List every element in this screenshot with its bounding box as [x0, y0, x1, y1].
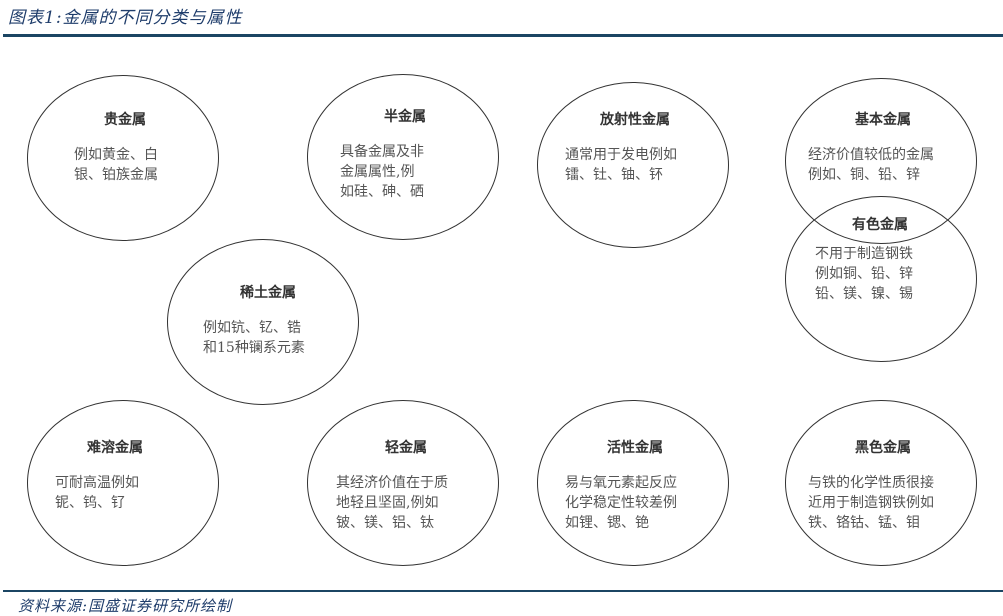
source-divider: [3, 590, 1003, 592]
node-desc-line: 铌、钨、钌: [55, 495, 125, 511]
node-desc-line: 地轻且坚固,例如: [336, 495, 439, 511]
node-radioactive-metals: 放射性金属 通常用于发电例如 镭、钍、铀、钚: [565, 109, 705, 185]
node-active-metals: 活性金属 易与氧元素起反应 化学稳定性较差例 如锂、锶、铯: [565, 437, 705, 533]
node-desc-line: 例如铜、铅、锌: [815, 266, 913, 282]
node-title: 放射性金属: [600, 112, 670, 128]
node-desc-line: 通常用于发电例如: [565, 147, 677, 163]
node-rare-earth-metals: 稀土金属 例如钪、钇、锆 和15种镧系元素: [203, 282, 333, 358]
node-desc-line: 如锂、锶、铯: [565, 515, 649, 531]
node-metalloids: 半金属 具备金属及非 金属属性,例 如硅、砷、硒: [340, 106, 470, 202]
ellipse-precious-metals: [27, 75, 219, 241]
node-desc-line: 铅、镁、镍、锡: [815, 286, 913, 302]
source-note: 资料来源:国盛证券研究所绘制: [18, 597, 233, 615]
node-desc-line: 和15种镧系元素: [203, 340, 305, 356]
node-title: 轻金属: [385, 440, 427, 456]
node-title: 基本金属: [855, 112, 911, 128]
node-desc-line: 铁、铬钴、锰、钼: [808, 515, 920, 531]
node-precious-metals: 贵金属 例如黄金、白 银、铂族金属: [60, 109, 190, 185]
node-title: 活性金属: [607, 440, 663, 456]
node-desc-line: 易与氧元素起反应: [565, 475, 677, 491]
node-title: 半金属: [384, 109, 426, 125]
node-desc-line: 具备金属及非: [340, 144, 424, 160]
node-desc-line: 例如、铜、铅、锌: [808, 167, 920, 183]
ellipse-nonferrous-metals: [785, 196, 977, 362]
node-desc-line: 例如钪、钇、锆: [203, 320, 301, 336]
node-light-metals: 轻金属 其经济价值在于质 地轻且坚固,例如 铍、镁、铝、钛: [336, 437, 476, 533]
node-desc-line: 不用于制造钢铁: [815, 246, 913, 262]
node-desc-line: 与铁的化学性质很接: [808, 475, 934, 491]
node-desc-line: 如硅、砷、硒: [340, 184, 424, 200]
node-desc-line: 可耐高温例如: [55, 475, 139, 491]
ellipse-refractory-metals: [27, 400, 219, 566]
ellipse-rare-earth-metals: [167, 239, 359, 405]
node-nonferrous-metals: 有色金属 不用于制造钢铁 例如铜、铅、锌 铅、镁、镍、锡: [815, 214, 945, 304]
figure-title: 图表1:金属的不同分类与属性: [8, 8, 243, 28]
node-refractory-metals: 难溶金属 可耐高温例如 铌、钨、钌: [55, 437, 175, 513]
node-title: 有色金属: [852, 217, 908, 233]
node-desc-line: 金属属性,例: [340, 164, 415, 180]
node-desc-line: 化学稳定性较差例: [565, 495, 677, 511]
ellipse-radioactive-metals: [537, 82, 729, 248]
node-desc-line: 镭、钍、铀、钚: [565, 167, 663, 183]
ellipse-light-metals: [307, 400, 499, 566]
node-desc-line: 经济价值较低的金属: [808, 147, 934, 163]
node-ferrous-metals: 黑色金属 与铁的化学性质很接 近用于制造钢铁例如 铁、铬钴、锰、钼: [808, 437, 958, 533]
node-base-metals: 基本金属 经济价值较低的金属 例如、铜、铅、锌: [808, 109, 958, 185]
node-desc-line: 铍、镁、铝、钛: [336, 515, 434, 531]
title-divider: [3, 34, 1003, 37]
node-desc-line: 例如黄金、白: [74, 147, 158, 163]
node-desc-line: 银、铂族金属: [74, 167, 158, 183]
node-title: 贵金属: [104, 112, 146, 128]
node-desc-line: 其经济价值在于质: [336, 475, 448, 491]
ellipse-ferrous-metals: [785, 400, 977, 566]
node-title: 难溶金属: [87, 440, 143, 456]
ellipse-active-metals: [537, 400, 729, 566]
node-title: 稀土金属: [240, 285, 296, 301]
node-title: 黑色金属: [855, 440, 911, 456]
ellipse-metalloids: [307, 74, 499, 240]
node-desc-line: 近用于制造钢铁例如: [808, 495, 934, 511]
